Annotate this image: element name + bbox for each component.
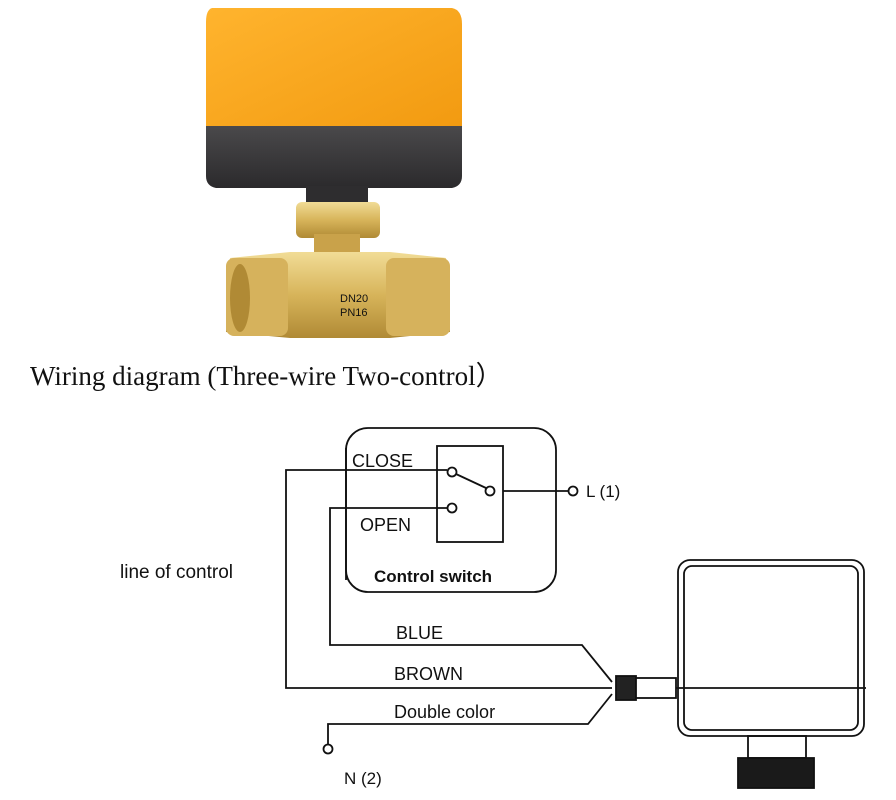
brown-wire [285,469,612,689]
open-label: OPEN [360,515,411,535]
actuator-outline [677,559,865,737]
valve-marking-pn: PN16 [340,307,368,319]
actuator-base [206,126,462,188]
switch-contacts [436,445,504,543]
cable-connector [615,675,637,701]
brown-wire-label: BROWN [394,664,463,684]
line-of-control-label: line of control [120,562,233,583]
actuator-housing [206,8,462,130]
actuator-stem-block [747,735,807,759]
neutral-terminal-label: N (2) [344,769,382,788]
wiring-diagram [285,427,866,789]
valve-stem [306,186,368,204]
close-contact [446,466,458,478]
blue-wire [329,507,613,683]
common-contact [484,485,496,497]
live-terminal-label: L (1) [586,482,620,501]
actuator-foot [737,757,815,789]
valve-marking-dn: DN20 [340,293,368,305]
neutral-terminal [322,743,334,755]
open-contact [446,502,458,514]
control-switch-caption: Control switch [374,567,492,586]
double-color-wire-label: Double color [394,702,495,722]
valve-nut [296,202,380,238]
double-color-wire [327,693,613,745]
blue-wire-label: BLUE [396,623,443,643]
valve-photo: DN20 PN16 [206,8,462,338]
diagram-title: Wiring diagram (Three-wire Two-control） [30,361,503,391]
live-terminal [567,485,579,497]
close-label: CLOSE [352,451,413,471]
